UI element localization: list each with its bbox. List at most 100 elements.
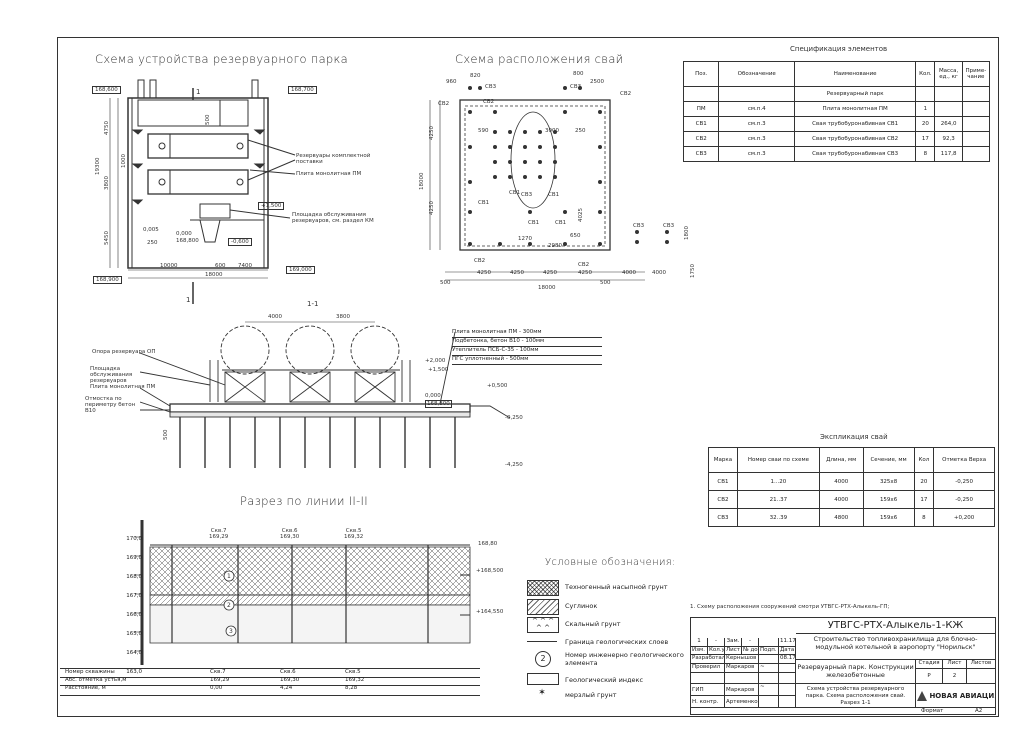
spec-cell <box>961 131 991 147</box>
drawing-frame <box>57 37 999 717</box>
piles-dim-650: 650 <box>570 233 581 239</box>
rock-icon: ^ ^ ^^ ^ <box>527 617 559 633</box>
y-tick: 163,0 <box>126 669 142 675</box>
spec-cell: 1 <box>915 101 936 117</box>
spec-h-name: Наименование <box>794 61 917 87</box>
cell: 169,30 <box>280 677 300 683</box>
spec-cell: Плита монолитная ПМ <box>794 101 917 117</box>
piles-dim-1270: 1270 <box>518 236 532 242</box>
sec11-e0500: +0,500 <box>487 383 508 389</box>
park-dim-0000: 0,000 <box>176 231 192 237</box>
sheets-header: Листов <box>967 660 996 669</box>
spec-title: Спецификация элементов <box>790 45 888 53</box>
object-title: Резервуарный парк. Конструкции железобет… <box>796 660 916 684</box>
piles-dim-500-a: 500 <box>440 280 451 286</box>
stamp-date <box>779 664 796 673</box>
y-tick: 167,0 <box>126 593 142 599</box>
y-tick: 169,0 <box>126 555 142 561</box>
park-dim-width: 18000 <box>205 272 223 278</box>
piles-scheme-title: Схема расположения свай <box>455 52 624 66</box>
sec11-blind: Отмостка по периметру бетон В10 <box>85 396 136 414</box>
piles-dim-4250-c: 4250 <box>543 270 557 276</box>
sheet-title: Схема устройства резервуарного парка. Сх… <box>796 684 916 708</box>
stamp-role: Проверил <box>691 664 725 673</box>
stage-value: Р <box>916 669 943 684</box>
table-row: СВ3 см.п.3 Свая трубобуронабивная СВ3 8 … <box>682 146 991 162</box>
park-platform-label: Площадка обслуживания резервуаров, см. р… <box>292 212 374 224</box>
expl-h: Марка <box>708 447 738 473</box>
row-label: Номер скважины <box>65 669 115 675</box>
signature: ~ <box>759 664 779 673</box>
stamp-role: Н. контр. <box>691 696 725 708</box>
legend-item-index: Геологический индекс <box>527 673 697 689</box>
piles-dim-1800: 1800 <box>684 226 690 240</box>
stamp-name: Маркаров <box>725 664 759 673</box>
sec11-layer-3: Утеплитель ПСБ-С-35 - 100мм <box>452 347 602 356</box>
spec-h-qty: Кол. <box>915 61 936 87</box>
layer-mark-2: 2 <box>227 602 231 609</box>
spec-cell: 20 <box>915 116 936 132</box>
table-row: Абс. отметка устья,м 169,29 169,30 169,3… <box>60 677 480 686</box>
sec11-e168800: 168,800 <box>425 400 452 408</box>
park-dim-168800: 168,800 <box>176 238 199 244</box>
piles-dim-820: 820 <box>470 73 481 79</box>
piles-dim-1750: 1750 <box>690 264 696 278</box>
park-tanks-label: Резервуары комплектной поставки <box>296 153 371 165</box>
piles-cb3-right-b: СВ3 <box>663 223 675 229</box>
sec11-layers: Плита монолитная ПМ - 300мм Подбетонка, … <box>452 329 602 365</box>
geology-table: Номер скважины Скв.7 Скв.6 Скв.5 Абс. от… <box>60 668 480 696</box>
sec11-em4250: -4,250 <box>505 462 523 468</box>
stamp-name: Артеменко <box>725 696 759 708</box>
section11-title: 1-1 <box>307 300 319 308</box>
spec-h-mass: Масса, ед., кг <box>934 61 963 87</box>
park-dim-10000: 10000 <box>160 263 178 269</box>
row-label: Абс. отметка устья,м <box>65 677 127 683</box>
sec11-e0000: 0,000 <box>425 393 441 399</box>
section2-e164550: +164,550 <box>476 609 504 615</box>
expl-h: Сечение, мм <box>862 447 915 473</box>
park-elev-tr: 168,700 <box>288 86 317 94</box>
section11-drawing <box>140 321 511 468</box>
legend-item-fill: Техногенный насыпной грунт <box>527 580 697 596</box>
spec-cell: Свая трубобуронабивная СВ3 <box>794 146 917 162</box>
piles-dim-4000-a: 4000 <box>622 270 636 276</box>
sheet-value: 2 <box>943 669 967 684</box>
section2-e168500: +168,500 <box>476 568 504 574</box>
piles-dim-250: 250 <box>575 128 586 134</box>
cell: 169,32 <box>345 677 365 683</box>
cell: Скв.6 <box>280 669 296 675</box>
spec-group: Резервуарный парк <box>794 86 917 102</box>
piles-cb2-left: СВ2 <box>438 101 450 107</box>
loam-icon <box>527 599 559 615</box>
company-logo-icon <box>917 691 927 701</box>
stage-header: Стадия <box>916 660 943 669</box>
sheet-header: Лист <box>943 660 967 669</box>
table-row: Расстояние, м 0,00 4,24 8,28 <box>60 685 480 693</box>
spec-cell: СВ1 <box>682 116 720 132</box>
spec-cell <box>961 146 991 162</box>
row-label: Расстояние, м <box>65 685 106 691</box>
piles-dim-4250-a: 4250 <box>477 270 491 276</box>
legend-item-element-num: 2 Номер инженерно геологического элемент… <box>527 651 697 671</box>
expl-h: Отметка Верха <box>933 447 995 473</box>
park-cut-mark-top: 1 <box>196 88 201 96</box>
sheets-value <box>967 669 996 684</box>
cell: Скв.7 <box>210 669 226 675</box>
drawing-code: УТВГС-РТХ-Алыкель-1-КЖ <box>796 618 996 634</box>
table-row: ПМ см.п.4 Плита монолитная ПМ 1 <box>682 101 991 117</box>
piles-cb1-d: СВ1 <box>528 220 540 226</box>
spec-cell: см.п.3 <box>718 131 796 147</box>
park-dim-left-total: 19300 <box>95 157 101 176</box>
spec-cell: СВ3 <box>682 146 720 162</box>
sec11-platform: Площадка обслуживания резервуаров <box>90 366 133 384</box>
section2-title: Разрез по линии II-II <box>240 494 368 508</box>
sec11-e2000: +2,000 <box>425 358 446 364</box>
element-number-icon: 2 <box>535 651 551 667</box>
piles-dim-4025: 4025 <box>578 208 584 222</box>
piles-dim-2980: 2980 <box>548 243 562 249</box>
table-row: СВ2 см.п.3 Свая трубобуронабивная СВ2 17… <box>682 131 991 147</box>
sec11-em0250: -0,250 <box>505 415 523 421</box>
piles-dim-4250-d: 4250 <box>578 270 592 276</box>
